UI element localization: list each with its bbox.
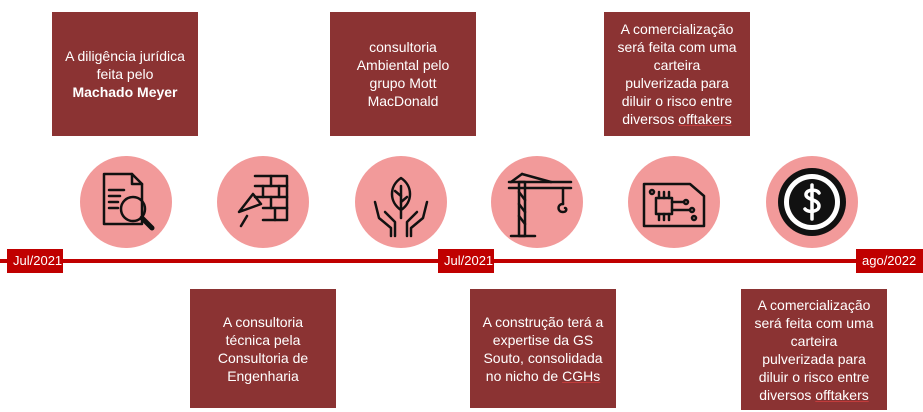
milestone-box-legal: A diligência jurídica feita pelo Machado… <box>52 12 198 136</box>
box-text: grupo Mott <box>369 75 437 91</box>
box-text-underlined: offtakers <box>678 111 732 127</box>
crane-circle <box>491 156 583 248</box>
document-search-icon <box>102 172 155 231</box>
circuit-chip-icon <box>642 182 706 228</box>
box-text: diluir o risco entre <box>758 368 870 385</box>
box-text: A consultoria <box>222 313 304 330</box>
box-text: será feita com uma <box>754 314 874 331</box>
box-text-underlined: CGHs <box>562 367 601 384</box>
box-text-underlined: offtakers <box>815 386 869 403</box>
milestone-box-technical: A consultoria técnica pela Consultoria d… <box>190 289 336 408</box>
box-text: diversos <box>759 386 816 403</box>
milestone-box-commercial-bottom: A comercialização será feita com uma car… <box>741 289 887 410</box>
hands-leaf-icon <box>373 176 429 238</box>
box-text: feita pelo <box>96 66 154 82</box>
milestone-box-commercial-top: A comercialização será feita com uma car… <box>604 12 750 136</box>
brick-trowel-circle <box>217 156 309 248</box>
box-text-line: no nicho de CGHs <box>486 367 600 385</box>
box-text: no nicho de <box>485 367 563 384</box>
hands-leaf-circle <box>355 156 447 248</box>
timeline-start-label: Jul/2021 <box>7 249 63 273</box>
box-text: carteira <box>653 57 701 73</box>
box-text-bold: Machado Meyer <box>72 84 178 100</box>
box-text-line: diversos offtakers <box>759 386 868 404</box>
box-text: será feita com uma <box>617 39 737 55</box>
milestone-box-construction: A construção terá a expertise da GS Sout… <box>470 289 616 408</box>
dollar-coin-icon <box>778 168 846 236</box>
box-text: pulverizada para <box>625 75 729 91</box>
box-text: Ambiental pelo <box>356 57 450 73</box>
box-text: Consultoria de <box>217 349 309 366</box>
box-text: técnica pela <box>225 331 301 348</box>
box-text: pulverizada para <box>762 350 866 367</box>
box-text: A construção terá a <box>482 313 604 330</box>
box-text: A comercialização <box>757 296 871 313</box>
box-text: diluir o risco entre <box>621 93 733 109</box>
dollar-coin-circle <box>766 156 858 248</box>
box-text: carteira <box>790 332 838 349</box>
brick-trowel-icon <box>237 174 289 228</box>
circuit-chip-circle <box>628 156 720 248</box>
document-search-circle <box>80 156 172 248</box>
box-text: expertise da GS <box>492 331 594 348</box>
box-text: Souto, consolidada <box>483 349 603 366</box>
box-text: Engenharia <box>227 367 299 384</box>
timeline-middle-label: Jul/2021 <box>438 249 494 273</box>
box-text: diversos <box>622 111 679 127</box>
box-text: A comercialização <box>620 21 734 37</box>
timeline-end-label: ago/2022 <box>856 249 923 273</box>
crane-icon <box>507 172 573 238</box>
box-text: A diligência jurídica <box>65 48 185 64</box>
box-text-line: diversos offtakers <box>622 110 731 128</box>
box-text: MacDonald <box>367 93 439 109</box>
box-text: consultoria <box>369 39 437 55</box>
milestone-box-environmental: consultoria Ambiental pelo grupo Mott Ma… <box>330 12 476 136</box>
